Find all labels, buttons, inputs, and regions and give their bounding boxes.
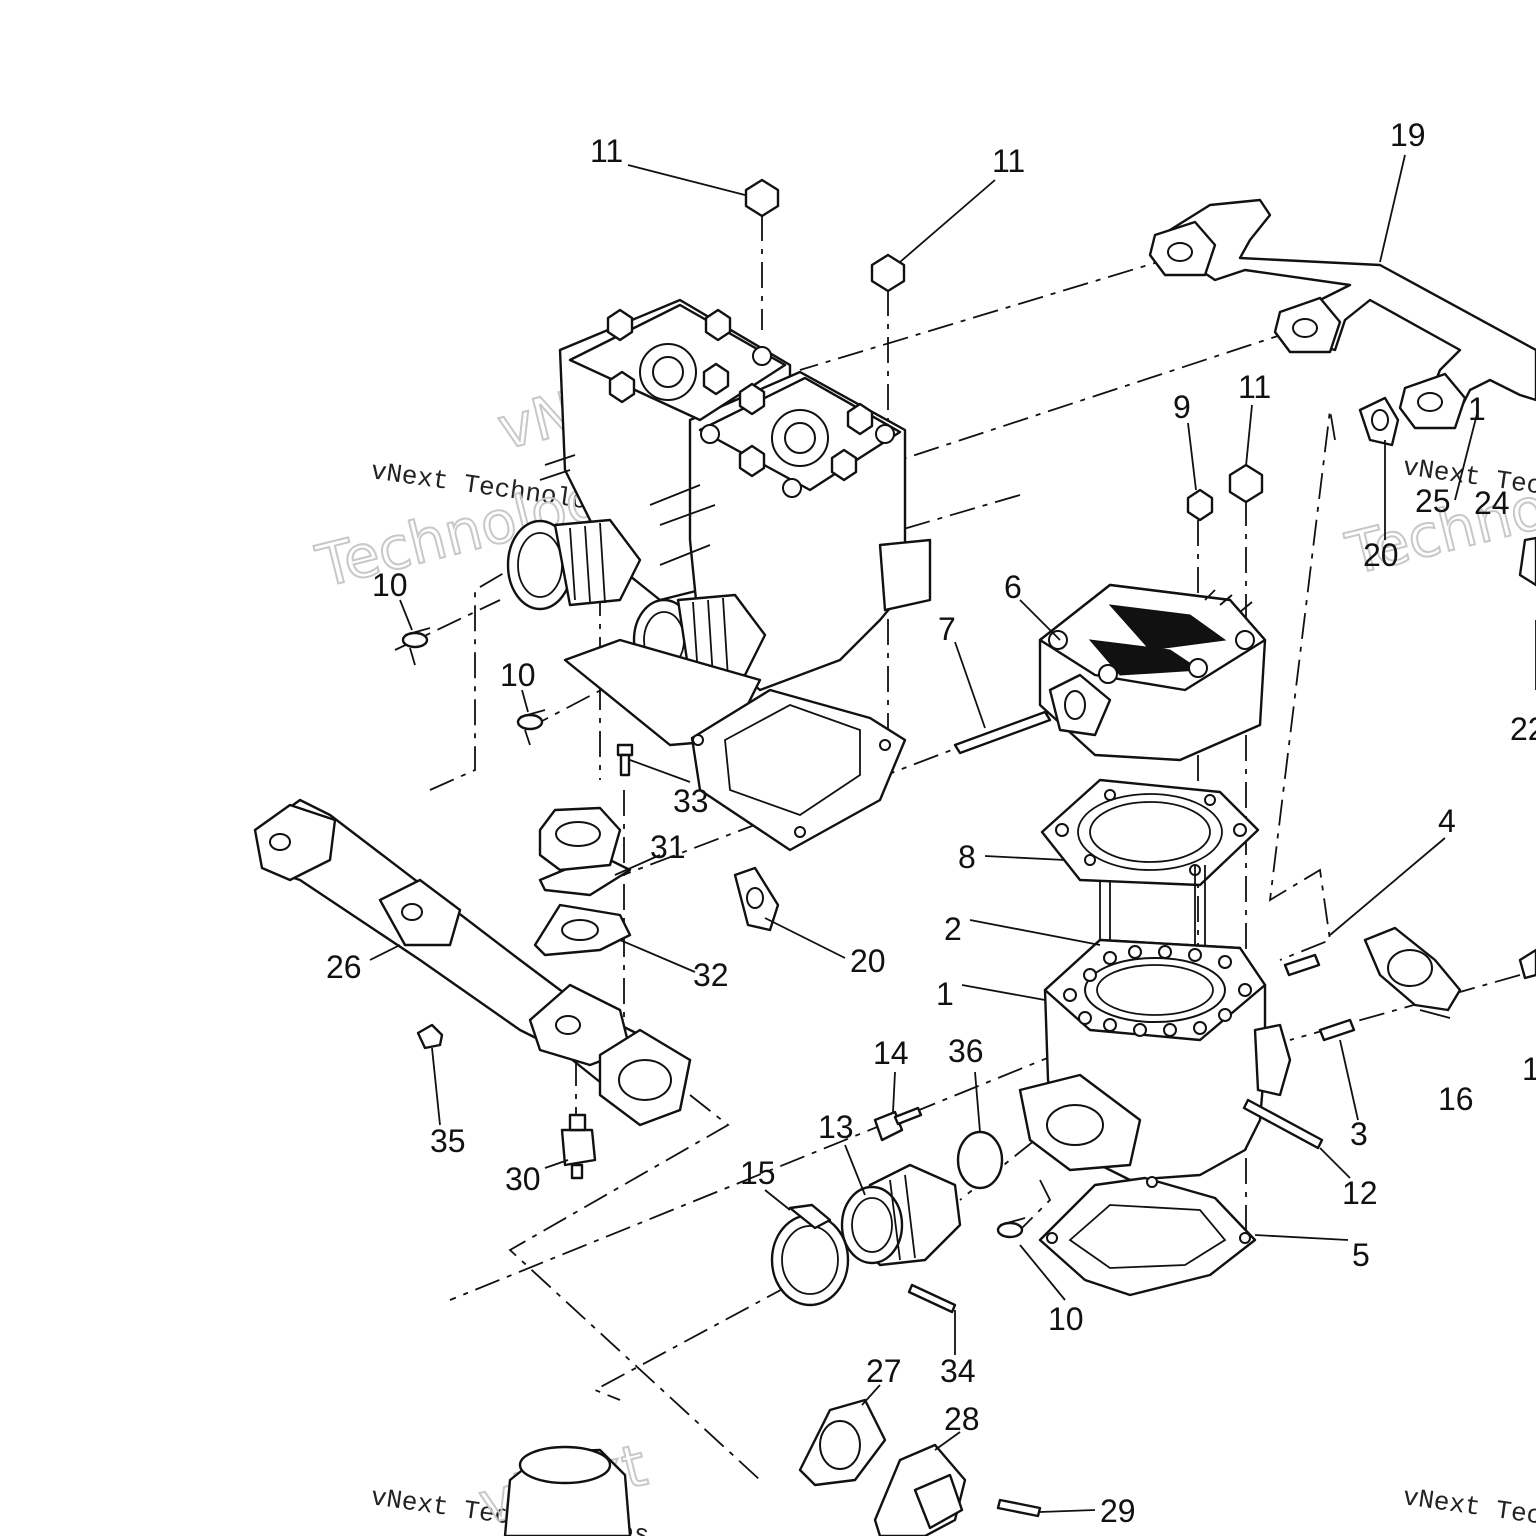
- intake-adapter-13: [840, 1163, 962, 1267]
- nut-11-center: [870, 253, 906, 293]
- gasket-32: [533, 903, 632, 957]
- callout-6: 6: [1004, 569, 1022, 605]
- callout-11: 11: [1238, 369, 1271, 405]
- spring-4: [1283, 953, 1321, 977]
- callout-24: 24: [1474, 485, 1510, 521]
- callout-26: 26: [326, 949, 362, 985]
- part-22-edge: [1518, 536, 1536, 587]
- callout-31: 31: [650, 829, 686, 865]
- callout-27: 27: [866, 1353, 902, 1389]
- callout-22: 22: [1510, 711, 1536, 747]
- callout-20: 20: [1363, 537, 1399, 573]
- callout-3: 3: [1350, 1116, 1368, 1152]
- stud-12: [1242, 1098, 1324, 1150]
- callout-34: 34: [940, 1353, 976, 1389]
- bolt-33: [616, 743, 634, 777]
- twin-cylinder-assembly: [506, 298, 932, 852]
- part-right-edge: [1518, 948, 1536, 980]
- sensor-30: [560, 1113, 597, 1180]
- exhaust-gasket-16: [1363, 926, 1462, 1012]
- callout-11: 11: [590, 133, 623, 169]
- callout-29: 29: [1100, 1493, 1136, 1529]
- callout-11: 11: [992, 143, 1025, 179]
- watermark-brand-bottom-right: vNext Technologies: [1401, 1482, 1536, 1536]
- nut-11-left: [744, 178, 780, 218]
- callout-20: 20: [850, 943, 886, 979]
- callout-16: 16: [1438, 1081, 1474, 1117]
- callout-33: 33: [673, 783, 709, 819]
- washer-10-c: [996, 1217, 1026, 1239]
- bolt-14: [873, 1106, 923, 1142]
- gasket-27: [798, 1398, 887, 1487]
- exhaust-tube-26: [253, 798, 692, 1127]
- water-pump-bottom: [503, 1445, 632, 1536]
- callout-5: 5: [1352, 1237, 1370, 1273]
- callout-9: 9: [1173, 389, 1191, 425]
- single-cylinder-assembly: [1018, 583, 1292, 1297]
- callout-4: 4: [1438, 803, 1456, 839]
- thermostat-housing-31: [538, 806, 632, 897]
- nut-11-right: [1228, 463, 1264, 504]
- spring-3: [1318, 1018, 1356, 1042]
- callout-15: 15: [740, 1155, 776, 1191]
- bolt-29: [996, 1498, 1042, 1518]
- o-ring-36: [956, 1130, 1004, 1190]
- intake-boot-rear: [506, 518, 642, 611]
- callout-30: 30: [505, 1161, 541, 1197]
- callout-labels: 11 11 19 9 11 1 25 24 20 10 6 7 10 22 33…: [326, 117, 1536, 1529]
- washer-10-a: [401, 627, 431, 666]
- plug-35: [416, 1023, 444, 1050]
- exhaust-gasket-20-center: [733, 866, 780, 932]
- callout-13: 13: [818, 1109, 854, 1145]
- cover-28: [873, 1443, 967, 1536]
- washer-10-b: [516, 709, 546, 746]
- callout-32: 32: [693, 957, 729, 993]
- callout-2: 2: [944, 911, 962, 947]
- leader-lines: [369, 154, 1536, 1513]
- callout-12: 12: [1342, 1175, 1378, 1211]
- callout-10: 10: [1048, 1301, 1084, 1337]
- exhaust-manifold-19: [1148, 198, 1536, 430]
- callout-28: 28: [944, 1401, 980, 1437]
- callout-10: 10: [500, 657, 536, 693]
- stud-7: [953, 710, 1052, 755]
- nut-9: [1186, 488, 1214, 522]
- clamp-15: [770, 1203, 850, 1307]
- bolt-34: [907, 1283, 957, 1314]
- callout-7: 7: [938, 611, 956, 647]
- callout-35: 35: [430, 1123, 466, 1159]
- callout-36: 36: [948, 1033, 984, 1069]
- callout-25: 25: [1415, 483, 1451, 519]
- callout-14: 14: [873, 1035, 909, 1071]
- callout-10: 10: [372, 567, 408, 603]
- callout-1: 1: [936, 976, 954, 1012]
- callout-1-edge: 1: [1468, 391, 1486, 427]
- callout-1-right-edge: 1: [1522, 1051, 1536, 1087]
- callout-19: 19: [1390, 117, 1426, 153]
- callout-8: 8: [958, 839, 976, 875]
